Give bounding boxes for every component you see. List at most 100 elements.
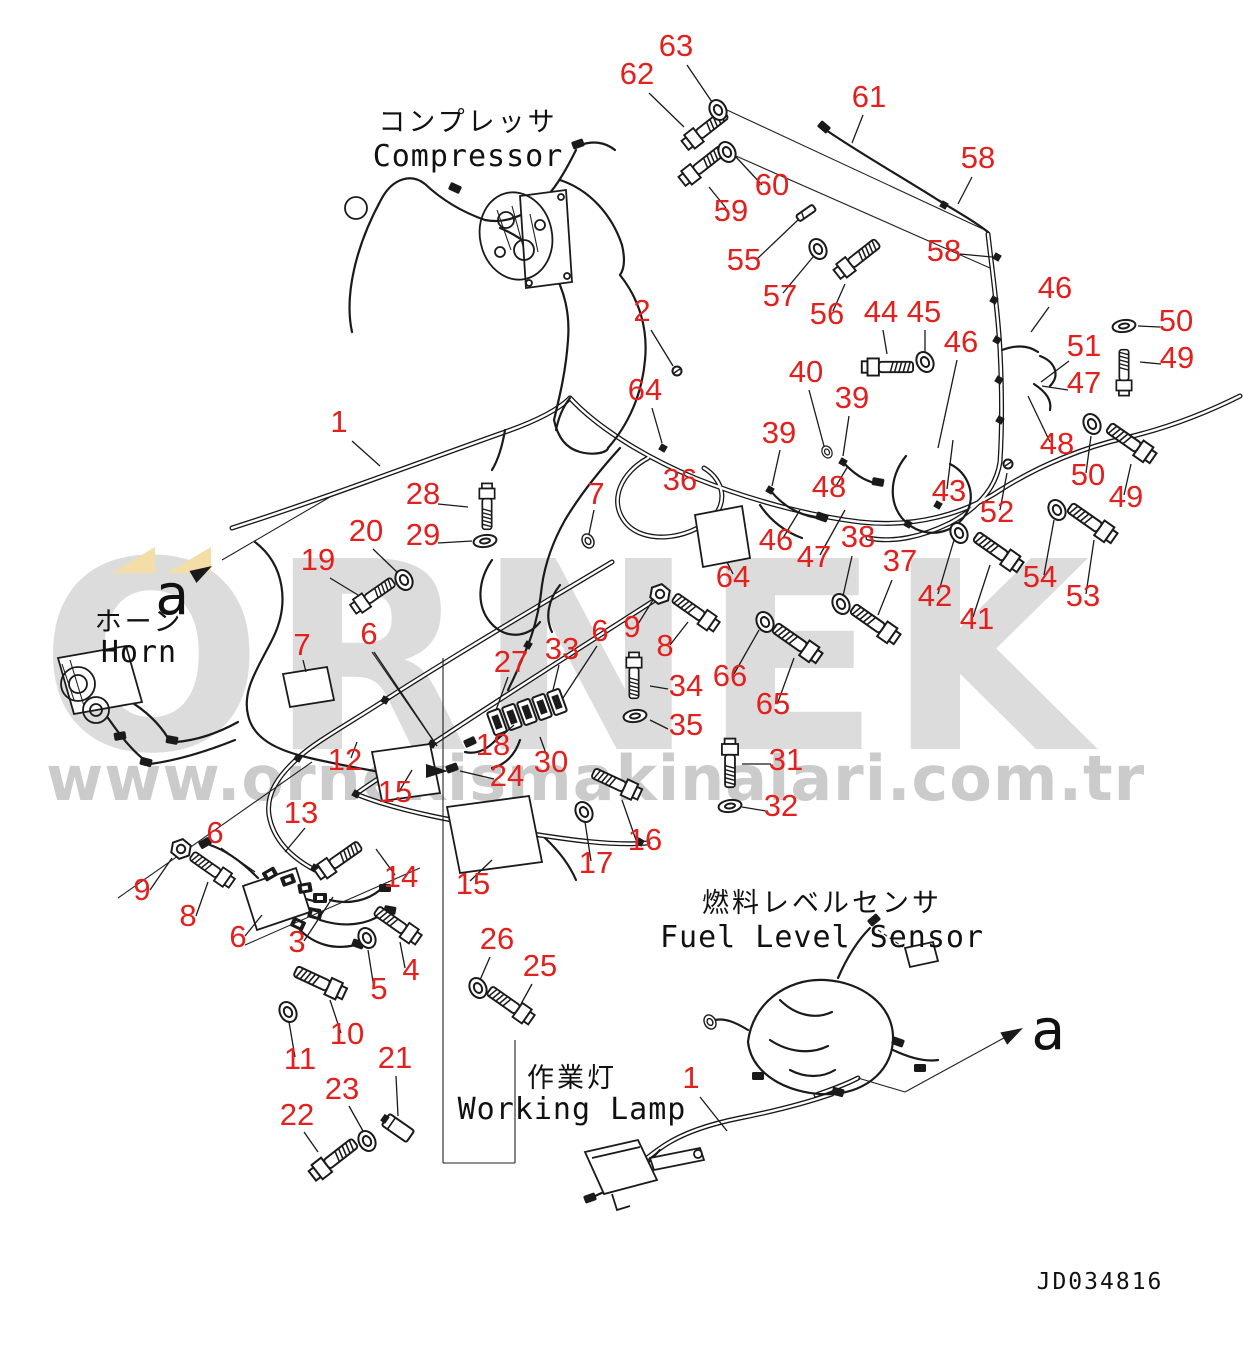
callout-leader-56 [832,283,846,312]
callout-leader-30 [539,736,549,760]
connector-plug [871,477,885,487]
connector-plug [379,884,391,892]
label-working-lamp-jp: 作業灯 [527,1063,617,1094]
section-marker-a-1: a [155,563,189,628]
harness-clamp [838,457,848,467]
connector-plug [583,1192,597,1204]
callout-leader-7 [302,659,307,673]
callout-leader-19 [329,577,359,596]
connector-plug [891,1036,905,1048]
bolt [860,357,915,377]
callout-60: 60 [755,167,789,202]
callout-leader-34 [649,685,669,690]
callout-leader-37 [877,579,893,616]
callout-63: 63 [659,28,693,63]
harness-clamp [765,485,775,495]
small-screw [671,365,683,377]
callout-38: 38 [841,519,875,554]
callout-leader-50 [1085,435,1092,474]
bolt [625,651,643,700]
callout-leader-20 [372,548,399,574]
flag-plates [281,504,940,969]
connector-plug [831,1086,845,1098]
callout-42: 42 [918,578,952,613]
connector-plug [313,893,327,903]
callout-49: 49 [1160,340,1194,375]
ring-washer [1047,498,1067,522]
callout-leader-38 [842,555,853,597]
callout-11: 11 [284,1041,316,1076]
bolt [771,622,824,665]
callout-leader-42 [937,539,955,595]
ring-washer [949,521,969,545]
callout-22: 22 [280,1097,314,1132]
callout-leader-53 [1085,539,1095,595]
callout-19: 19 [301,542,335,577]
callout-leader-12 [350,741,358,759]
callout-leader-14 [375,848,396,876]
callout-leader-13 [284,827,306,853]
ring-washer [468,976,488,1000]
callout-leader-65 [777,657,795,703]
connector-plug [297,882,313,894]
bolt [720,737,740,789]
callout-48: 48 [1040,426,1074,461]
label-fuel-level-sensor-jp: 燃料レベルセンサ [702,888,942,919]
ring-washer [915,350,935,374]
callout-leader-8 [669,621,689,646]
callout-40: 40 [789,354,823,389]
callout-35: 35 [669,707,703,742]
ring-washer [574,800,594,824]
flag-plate [445,794,544,875]
ring-washer [708,98,728,122]
section-arrowhead [426,764,448,778]
label-horn-en: Horn [101,635,177,670]
callout-leader-50 [1137,325,1161,328]
callout-58: 58 [961,140,995,175]
flat-washer [622,708,648,724]
callout-leader-23 [348,1105,364,1132]
callout-9: 9 [133,872,150,907]
connector-plug [445,762,459,774]
callout-leader-21 [395,1075,399,1117]
callout-leader-9 [149,857,173,891]
callout-2: 2 [633,293,650,328]
connector-plug [280,873,296,887]
callout-leader-15 [399,769,413,791]
callout-leader-60 [735,156,763,186]
callout-37: 37 [883,543,917,578]
harness-clamp [635,837,645,847]
harness-clamp [939,200,949,210]
bolt [293,965,349,1001]
flag-plate [370,742,442,803]
callout-leader-33 [552,664,560,691]
callout-64: 64 [716,559,750,594]
callout-leader-59 [708,186,727,209]
bolt [849,603,902,646]
label-horn-jp: ホーン [95,607,184,638]
harness-clamp [995,415,1005,425]
callout-46: 46 [759,522,793,557]
callout-leader-49 [1139,361,1162,365]
callout-leader-9 [637,599,654,625]
bolt [307,1138,359,1182]
bolt [832,238,881,281]
callout-leader-8 [195,881,209,917]
callout-46: 46 [944,324,978,359]
callout-leader-54 [1043,519,1055,576]
callout-6: 6 [360,616,377,651]
callout-34: 34 [669,668,703,703]
callout-leader-40 [808,389,825,447]
section-marker-triangles [112,547,211,573]
flag-plate [281,665,336,709]
ring-washer [357,926,377,950]
section-triangle [167,547,211,573]
callout-leader-55 [756,217,801,260]
connector-plug [463,736,477,748]
callout-20: 20 [349,513,383,548]
callout-53: 53 [1066,578,1100,613]
ring-washer [394,568,414,592]
connector-plug [867,913,881,927]
callout-13: 13 [284,795,318,830]
callout-leader-46 [782,509,801,539]
